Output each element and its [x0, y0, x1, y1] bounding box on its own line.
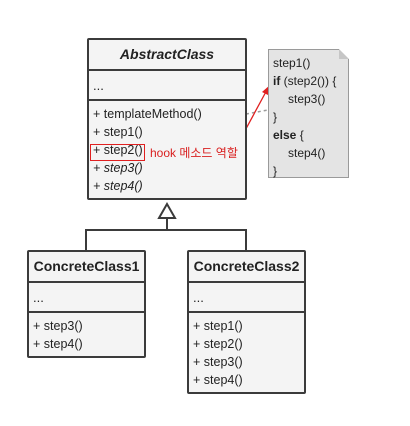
- method-step1: + step1(): [93, 125, 143, 139]
- note-line: }: [273, 110, 278, 124]
- method-step3: + step3(): [193, 355, 243, 369]
- method-step4: + step4(): [193, 373, 243, 387]
- class-fields: ...: [89, 71, 245, 101]
- method-step2: + step2(): [93, 143, 143, 157]
- note-line: }: [273, 164, 278, 178]
- hook-annotation-label: hook 메소드 역할: [150, 146, 238, 160]
- class-methods: + templateMethod() + step1() + step2() +…: [89, 101, 245, 195]
- note-line: step1(): [273, 56, 311, 70]
- note-line: step4(): [288, 146, 326, 160]
- concrete-class-1-box: ConcreteClass1 ... + step3() + step4(): [27, 250, 146, 358]
- note-line: step3(): [288, 92, 326, 106]
- class-name: ConcreteClass2: [189, 252, 304, 283]
- note-anchor-line: [245, 109, 269, 115]
- method-step2: + step2(): [193, 337, 243, 351]
- step2-highlight-box: [90, 144, 145, 161]
- pseudocode-note: step1() if (step2()) { step3() } else { …: [268, 49, 349, 178]
- class-name: ConcreteClass1: [29, 252, 144, 283]
- class-name: AbstractClass: [89, 40, 245, 71]
- method-step4: + step4(): [33, 337, 83, 351]
- method-template-method: + templateMethod(): [93, 107, 202, 121]
- note-code: step1() if (step2()) { step3() } else { …: [269, 50, 348, 180]
- class-methods: + step3() + step4(): [29, 313, 144, 353]
- inheritance-arrowhead-icon: [157, 201, 177, 219]
- class-fields: ...: [189, 283, 304, 313]
- note-fold-icon: [339, 49, 349, 59]
- class-methods: + step1() + step2() + step3() + step4(): [189, 313, 304, 389]
- method-step3: + step3(): [93, 161, 143, 175]
- method-step1: + step1(): [193, 319, 243, 333]
- abstract-class-box: AbstractClass ... + templateMethod() + s…: [87, 38, 247, 200]
- method-step3: + step3(): [33, 319, 83, 333]
- note-line: if (step2()) {: [273, 74, 337, 88]
- concrete-class-2-box: ConcreteClass2 ... + step1() + step2() +…: [187, 250, 306, 394]
- method-step4: + step4(): [93, 179, 143, 193]
- note-line: else {: [273, 128, 304, 142]
- class-fields: ...: [29, 283, 144, 313]
